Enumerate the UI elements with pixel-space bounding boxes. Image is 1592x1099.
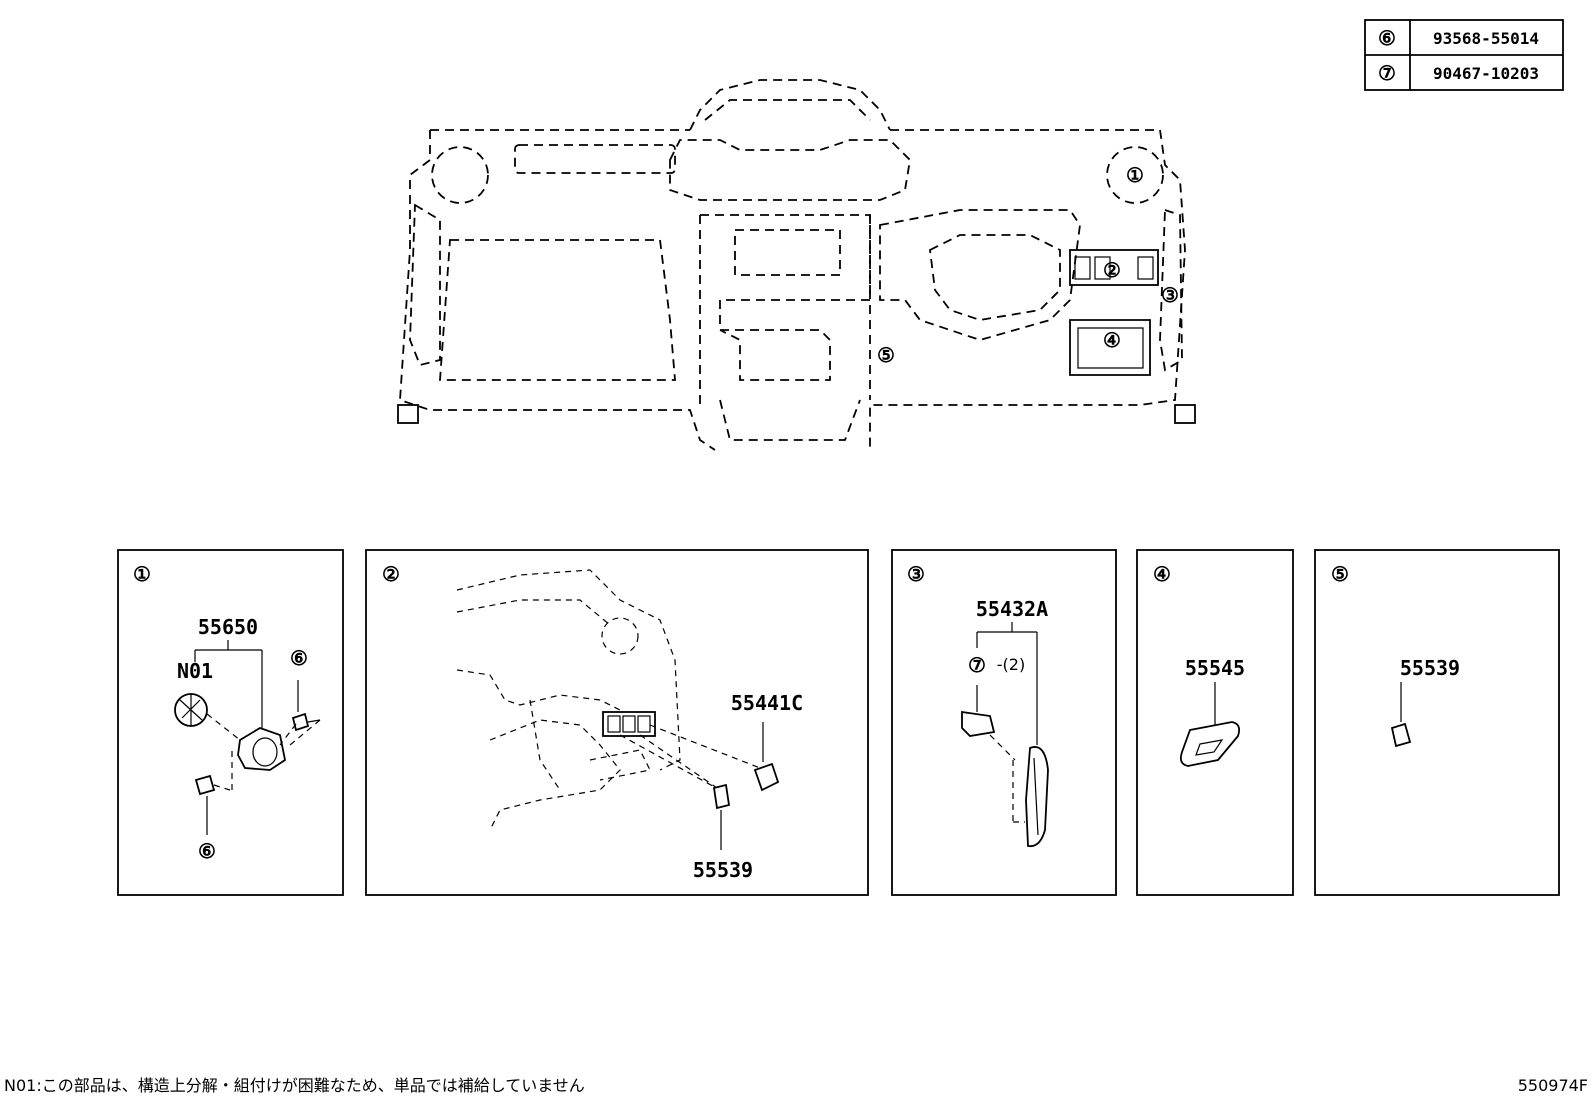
part-label-55441c: 55441C bbox=[731, 691, 803, 715]
panel-3-qty: -(2) bbox=[997, 655, 1025, 674]
note-label-n01: N01 bbox=[177, 659, 213, 683]
overview-callout-5: ⑤ bbox=[877, 343, 895, 367]
vent-housing-part bbox=[237, 727, 287, 771]
part-label-55545: 55545 bbox=[1185, 656, 1245, 680]
footnote: N01:この部品は、構造上分解・組付けが困難なため、単品では補給していません bbox=[4, 1076, 585, 1095]
detail-panel-3: ③ 55432A ⑦ -(2) bbox=[891, 549, 1117, 896]
detail-panel-1: ① 55650 N01 ⑥ ⑥ bbox=[117, 549, 344, 896]
part-label-55539-panel2: 55539 bbox=[693, 858, 753, 882]
detail-panel-5: ⑤ 55539 bbox=[1314, 549, 1560, 896]
overview-callout-2: ② bbox=[1103, 258, 1121, 282]
tray-part bbox=[1179, 721, 1241, 767]
fastener-table: ⑥ 93568-55014 ⑦ 90467-10203 bbox=[1364, 19, 1564, 91]
table-ref-6: ⑥ bbox=[1378, 26, 1396, 50]
table-part-no-6: 93568-55014 bbox=[1433, 29, 1539, 48]
screw-part-upper bbox=[291, 712, 310, 732]
detail-panel-4: ④ 55545 bbox=[1136, 549, 1294, 896]
panel-5-ref: ⑤ bbox=[1331, 562, 1349, 586]
part-label-55432a: 55432A bbox=[976, 597, 1048, 621]
table-ref-7: ⑦ bbox=[1378, 61, 1396, 85]
figure-id: 550974F bbox=[1518, 1076, 1588, 1095]
panel-2-ref: ② bbox=[382, 562, 400, 586]
panel-3-ref: ③ bbox=[907, 562, 925, 586]
clip-part bbox=[961, 710, 996, 737]
switch-part bbox=[753, 762, 780, 792]
panel-1-ref: ① bbox=[133, 562, 151, 586]
overview-callout-3: ③ bbox=[1161, 283, 1179, 307]
screw-part-lower bbox=[194, 774, 216, 796]
side-trim-part bbox=[1025, 746, 1049, 848]
switch-blank-part bbox=[712, 783, 731, 810]
panel-4-ref: ④ bbox=[1153, 562, 1171, 586]
part-label-55539-panel5: 55539 bbox=[1400, 656, 1460, 680]
panel-1-fastener-bottom: ⑥ bbox=[198, 839, 216, 863]
detail-panel-2: ② 55539 55441C bbox=[365, 549, 869, 896]
part-label-55650: 55650 bbox=[198, 615, 258, 639]
blank-cover-part bbox=[1390, 722, 1412, 748]
instrument-panel-overview: ① ② ③ ④ ⑤ bbox=[397, 79, 1196, 451]
table-part-no-7: 90467-10203 bbox=[1433, 64, 1539, 83]
panel-3-fastener: ⑦ bbox=[968, 653, 986, 677]
overview-callout-1: ① bbox=[1126, 163, 1144, 187]
overview-callout-4: ④ bbox=[1103, 328, 1121, 352]
panel-1-fastener-top: ⑥ bbox=[290, 646, 308, 670]
